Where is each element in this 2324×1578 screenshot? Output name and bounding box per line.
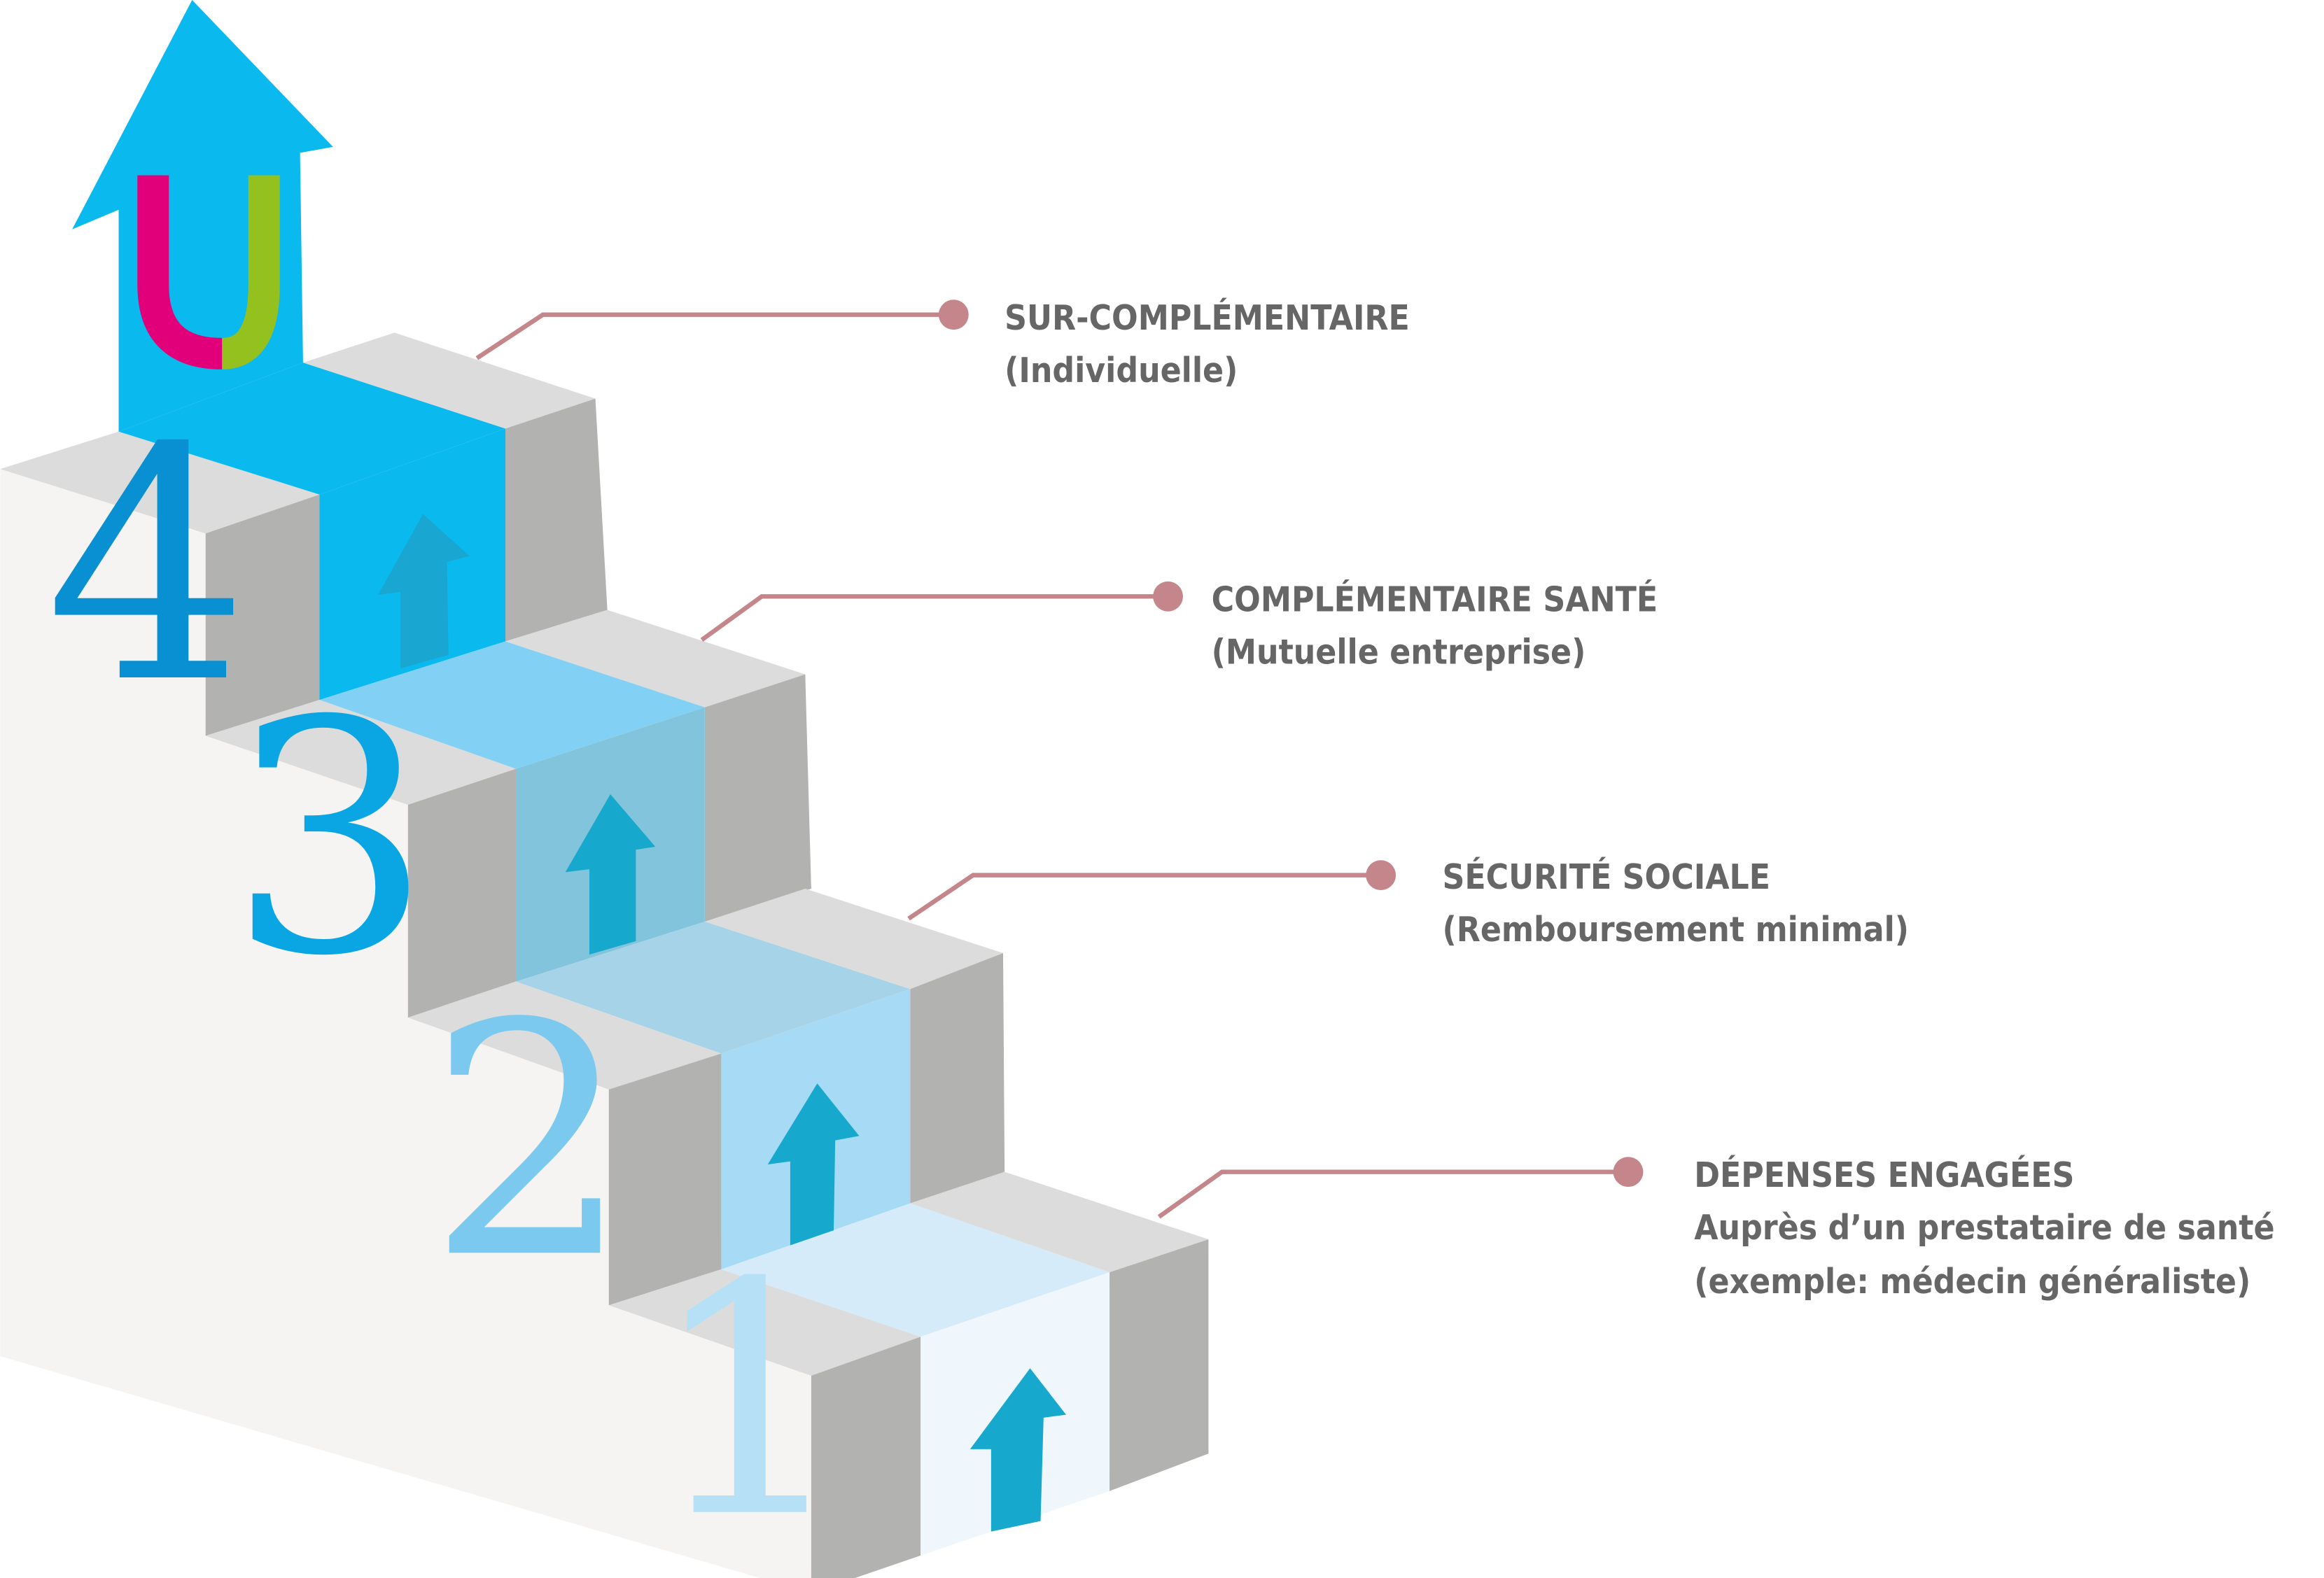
step-2-top-right — [704, 888, 1004, 989]
step-3-up-arrow-icon — [565, 794, 656, 955]
label-2-title: COMPLÉMENTAIRE SANTÉ — [1212, 579, 1658, 620]
step-number-2: 2 — [428, 956, 632, 1329]
step-3-riser — [407, 768, 517, 1018]
step-3-top-right — [505, 610, 806, 707]
label-sur-complementaire: SUR-COMPLÉMENTAIRE (Individuelle) — [1004, 297, 1410, 390]
step-arrows — [377, 514, 1066, 1532]
step-1-column-top — [721, 1203, 1110, 1337]
step-3-column-top — [319, 641, 705, 769]
connector-line-1 — [475, 312, 954, 360]
label-4-subtitle-2: (exemple: médecin généraliste) — [1694, 1261, 2250, 1302]
step-2-riser — [608, 1053, 722, 1306]
label-2-subtitle: (Mutuelle entreprise) — [1212, 632, 1586, 672]
connector-dot-1 — [938, 300, 969, 330]
label-3-title: SÉCURITÉ SOCIALE — [1442, 856, 1770, 897]
step-4-top-left — [0, 431, 320, 534]
label-4-subtitle: Auprès d’un prestataire de santé — [1694, 1207, 2274, 1248]
step-1-up-arrow-icon — [969, 1368, 1066, 1532]
connector-dots — [938, 300, 1644, 1188]
step-number-3: 3 — [228, 654, 433, 1027]
step-4-side — [505, 398, 608, 642]
step-2-top-left — [407, 981, 722, 1090]
label-3-subtitle: (Remboursement minimal) — [1442, 909, 1909, 950]
label-1-title: SUR-COMPLÉMENTAIRE — [1004, 297, 1410, 338]
connector-dot-2 — [1153, 581, 1183, 612]
step-1-riser — [811, 1337, 921, 1578]
connector-line-3 — [907, 873, 1381, 921]
staircase-wall — [0, 431, 811, 1578]
u-logo-right-stroke — [220, 175, 280, 369]
step-3-top-left — [205, 700, 517, 805]
step-4-up-arrow-icon — [377, 514, 470, 669]
label-1-subtitle: (Individuelle) — [1004, 350, 1238, 390]
step-4-riser — [205, 494, 320, 736]
label-4-title: DÉPENSES ENGAGÉES — [1694, 1154, 2074, 1195]
step-2-side — [910, 952, 1005, 1204]
label-securite-sociale: SÉCURITÉ SOCIALE (Remboursement minimal) — [1442, 856, 1909, 950]
blue-columns — [118, 362, 1110, 1556]
step-3-side — [704, 674, 811, 922]
label-depenses-engagees: DÉPENSES ENGAGÉES Auprès d’un prestatair… — [1694, 1154, 2274, 1302]
connector-line-4 — [1157, 1169, 1629, 1219]
step-number-4: 4 — [46, 381, 250, 754]
step-4-top-right — [302, 332, 596, 429]
connectors — [475, 312, 1629, 1219]
connector-dot-4 — [1613, 1157, 1644, 1188]
step-number-1: 1 — [648, 1216, 852, 1578]
step-2-column-top — [516, 922, 911, 1054]
u-logo-icon — [137, 175, 280, 369]
step-1-top-left — [608, 1269, 921, 1376]
connector-dot-3 — [1366, 860, 1396, 891]
connector-line-2 — [700, 594, 1168, 642]
step-1-side — [1110, 1239, 1209, 1491]
step-1-top-right — [910, 1171, 1209, 1273]
step-2-up-arrow-icon — [767, 1083, 860, 1246]
label-complementaire-sante: COMPLÉMENTAIRE SANTÉ (Mutuelle entrepris… — [1212, 579, 1658, 672]
step-4-column-top — [118, 362, 506, 495]
u-logo-left-stroke — [137, 175, 223, 369]
